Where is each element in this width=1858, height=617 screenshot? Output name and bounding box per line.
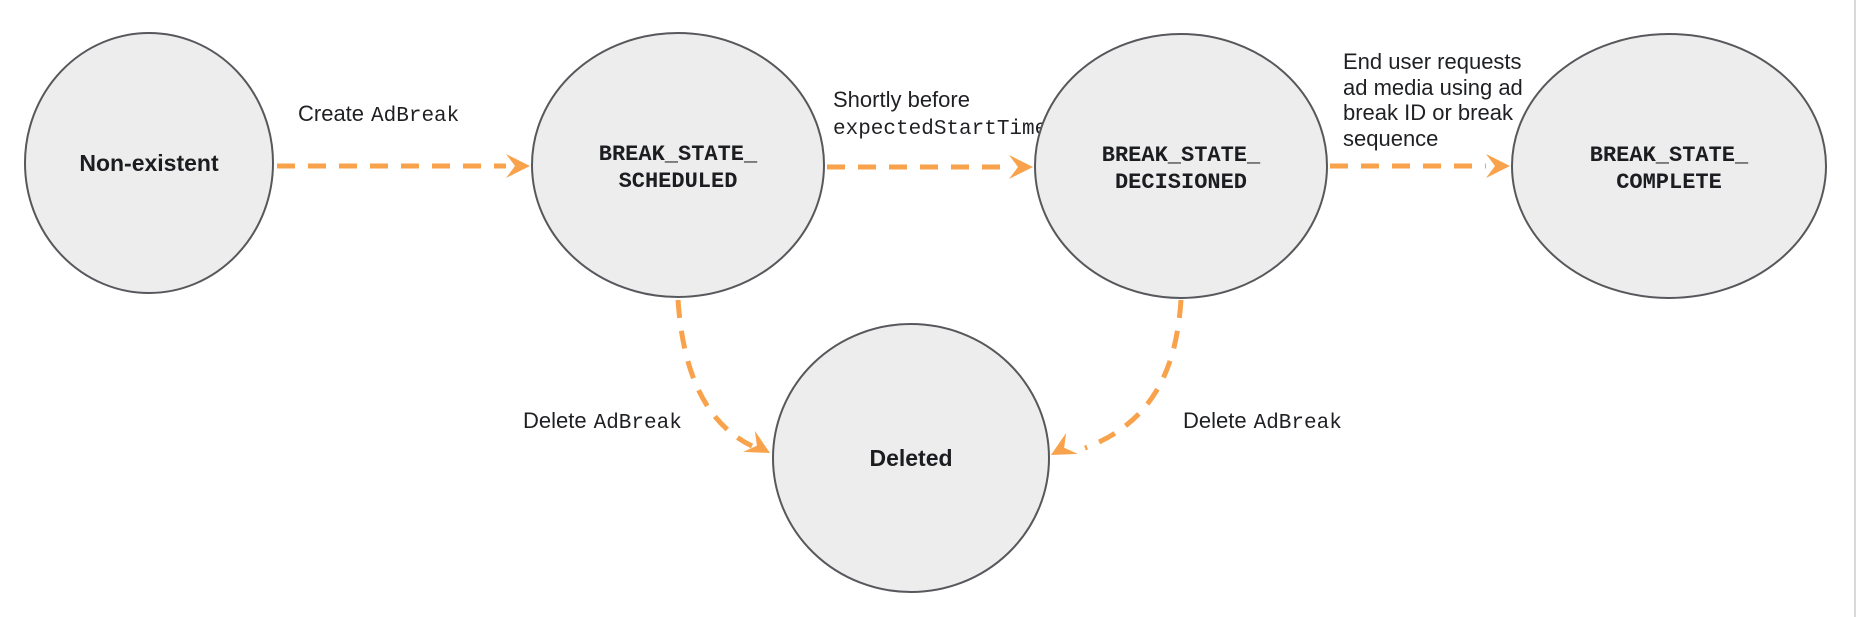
edge-delete-left-line [675, 299, 754, 449]
edge-end-user-request: End user requests ad media using ad brea… [1330, 49, 1523, 178]
node-break-state-decisioned-label-line2: DECISIONED [1115, 170, 1247, 195]
edge-create-label: Create AdBreak [298, 101, 459, 128]
node-break-state-decisioned-circle [1034, 33, 1328, 299]
edge-delete-left-label: Delete AdBreak [523, 408, 682, 435]
node-non-existent-circle [24, 32, 274, 294]
edge-delete-right-label-code: AdBreak [1254, 412, 1342, 435]
edge-delete-right-arrowhead-icon [1051, 432, 1078, 455]
edge-delete-right-line [1084, 299, 1184, 451]
edge-shortly-before-label-line2: expectedStartTime [833, 118, 1047, 141]
edge-create-label-text: Create [298, 101, 364, 126]
edge-end-user-label-line4: sequence [1343, 126, 1438, 151]
node-break-state-decisioned: BREAK_STATE_ DECISIONED [1034, 33, 1328, 299]
node-deleted: Deleted [772, 323, 1050, 593]
node-deleted-label: Deleted [869, 445, 952, 471]
edge-create-adbreak: Create AdBreak [277, 101, 530, 178]
node-non-existent-label: Non-existent [79, 150, 219, 176]
edge-delete-right-label: Delete AdBreak [1183, 408, 1342, 435]
edge-end-user-label-line3: break ID or break [1343, 100, 1514, 125]
node-break-state-scheduled-label-line2: SCHEDULED [619, 169, 738, 194]
edge-delete-right: Delete AdBreak [1051, 299, 1342, 455]
edge-delete-left: Delete AdBreak [523, 299, 770, 453]
node-non-existent: Non-existent [24, 32, 274, 294]
edge-shortly-before-label-line1: Shortly before [833, 87, 970, 112]
node-break-state-scheduled: BREAK_STATE_ SCHEDULED [531, 32, 825, 298]
node-break-state-complete-label-line2: COMPLETE [1616, 170, 1722, 195]
node-break-state-scheduled-label-line1: BREAK_STATE_ [599, 142, 758, 167]
node-deleted-circle [772, 323, 1050, 593]
node-break-state-complete-label-line1: BREAK_STATE_ [1590, 143, 1749, 168]
node-break-state-decisioned-label-line1: BREAK_STATE_ [1102, 143, 1261, 168]
node-break-state-complete: BREAK_STATE_ COMPLETE [1511, 33, 1827, 299]
edge-delete-left-label-code: AdBreak [594, 412, 682, 435]
edge-end-user-label-line1: End user requests [1343, 49, 1522, 74]
node-break-state-complete-circle [1511, 33, 1827, 299]
edge-delete-left-label-text: Delete [523, 408, 587, 433]
edge-end-user-arrowhead-icon [1486, 154, 1510, 178]
edge-delete-left-arrowhead-icon [743, 430, 770, 453]
edge-delete-right-label-text: Delete [1183, 408, 1247, 433]
edge-create-label-code: AdBreak [371, 105, 459, 128]
edge-create-arrowhead-icon [506, 154, 530, 178]
edge-shortly-before: Shortly before expectedStartTime [827, 87, 1047, 179]
edge-shortly-before-arrowhead-icon [1009, 155, 1033, 179]
edge-end-user-label-line2: ad media using ad [1343, 75, 1523, 100]
node-break-state-scheduled-circle [531, 32, 825, 298]
